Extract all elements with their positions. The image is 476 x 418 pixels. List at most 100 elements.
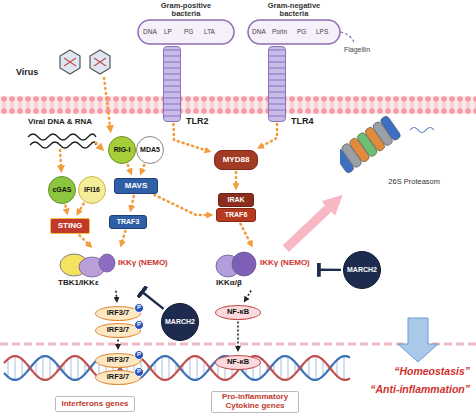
node-text: TLR4 xyxy=(291,117,314,127)
dna-rung xyxy=(287,357,288,380)
node-text: MARCH2 xyxy=(347,266,377,274)
node-text: IRF3/7 xyxy=(107,373,130,381)
virus-genome xyxy=(94,58,106,66)
activation-arrow xyxy=(142,165,144,170)
activation-arrow xyxy=(235,172,238,184)
traf6-box: TRAF6 xyxy=(216,208,256,222)
node-text: MAVS xyxy=(125,182,148,191)
pathogen-label: Viral DNA & RNA xyxy=(28,118,92,127)
virus-icon xyxy=(60,50,110,74)
ligand-label: LPS xyxy=(316,28,328,35)
ligand-label: LP xyxy=(164,28,172,35)
dna-rung xyxy=(280,357,281,379)
protein-complex-art xyxy=(214,250,258,278)
proteasome-ring xyxy=(379,115,401,141)
dna-helix xyxy=(4,356,350,380)
march2-circle: MARCH2 xyxy=(343,251,381,289)
gram-negative-bacterium xyxy=(248,20,340,44)
node-text: MYD88 xyxy=(223,156,250,165)
node-text: IKKγ (NEMO) xyxy=(118,259,168,268)
mda5-circle: MDA5 xyxy=(136,136,164,164)
dna-rung xyxy=(336,360,337,376)
protein-complex-art xyxy=(56,250,116,278)
activation-arrow xyxy=(247,291,251,298)
protein-subunit xyxy=(232,252,256,276)
cell-membrane-lipids xyxy=(0,96,476,114)
phospho-circle: P xyxy=(134,350,144,360)
dna-rung xyxy=(203,361,204,375)
activation-arrow xyxy=(241,224,250,242)
node-text: TBK1/IKKε xyxy=(58,279,99,288)
rig-i-circle: RIG-I xyxy=(108,136,136,164)
irf-ellipse: IRF3/7P xyxy=(95,370,141,385)
nfkb-ellipse: NF-κB xyxy=(215,305,261,320)
dna-rung xyxy=(315,356,316,380)
activation-arrow xyxy=(64,206,67,210)
activation-arrow xyxy=(80,235,88,243)
node-text: P xyxy=(137,351,141,358)
node-text: IKKγ (NEMO) xyxy=(260,259,310,268)
dna-rung xyxy=(168,357,169,379)
sensing-arrow xyxy=(60,150,61,166)
activation-arrow xyxy=(237,322,239,347)
outcome-arrow xyxy=(398,318,438,362)
myd88-box: MYD88 xyxy=(214,150,258,170)
virus-capsid xyxy=(90,50,110,74)
node-text: TRAF3 xyxy=(117,218,140,226)
ligand-label: PG xyxy=(297,28,306,35)
dna-rung xyxy=(322,360,323,376)
march2-circle: MARCH2 xyxy=(161,303,199,341)
inhibition-connector xyxy=(318,269,341,272)
viral-nucleic-acid xyxy=(28,134,96,140)
outcome-label: “Homeostasis” xyxy=(394,366,470,378)
dna-strand xyxy=(4,356,350,380)
bacterium-title: Gram-negative bacteria xyxy=(254,2,334,19)
virus-genome xyxy=(64,58,76,66)
irf-ellipse: IRF3/7P xyxy=(95,323,141,338)
ifi16-circle: IFI16 xyxy=(78,176,106,204)
dna-rung xyxy=(35,361,36,375)
ligand-label: Flagellin xyxy=(344,46,370,54)
ligand-label: Porin xyxy=(272,28,287,35)
traf3-box: TRAF3 xyxy=(109,215,147,229)
dna-rung xyxy=(21,359,22,377)
activation-arrow xyxy=(132,196,134,206)
bacterium-title: Gram-positive bacteria xyxy=(146,2,226,19)
node-text: NF-κB xyxy=(227,358,249,366)
activation-arrow xyxy=(128,165,130,170)
dna-rung xyxy=(308,358,309,377)
node-text: cGAS xyxy=(52,186,71,194)
gene-box: Interferons genes xyxy=(55,396,135,412)
entry-arrow xyxy=(104,78,110,126)
node-text: IRF3/7 xyxy=(107,326,130,334)
ligand-label: PG xyxy=(184,28,193,35)
flagellin-tail xyxy=(340,32,354,42)
node-text: MDA5 xyxy=(140,146,160,154)
cgas-circle: cGAS xyxy=(48,176,76,204)
phospho-circle: P xyxy=(134,303,144,313)
dna-rung xyxy=(343,356,344,380)
sensing-arrow xyxy=(96,143,99,146)
virus-capsid xyxy=(60,50,80,74)
activation-arrow xyxy=(80,204,84,211)
node-text: IRF3/7 xyxy=(107,356,130,364)
irf-ellipse: IRF3/7P xyxy=(95,306,141,321)
sting-box: STING xyxy=(50,218,90,234)
protein-subunit xyxy=(99,254,115,272)
outcome-label: “Anti-inflammation” xyxy=(370,384,470,396)
gene-box: Pro-inflammatory Cytokine genes xyxy=(211,391,299,413)
tbk1-ikk-complex: IKKγ (NEMO) TBK1/IKKε xyxy=(56,250,172,289)
node-text: Pro-inflammatory Cytokine genes xyxy=(215,393,295,411)
tlr4-receptor: TLR4 xyxy=(268,46,286,122)
dna-rung xyxy=(14,356,15,380)
dna-rung xyxy=(77,357,78,380)
irak-box: IRAK xyxy=(218,193,254,207)
node-text: IKKα/β xyxy=(216,279,242,288)
dna-rung xyxy=(189,358,190,379)
activation-arrow xyxy=(154,195,207,215)
activation-arrow xyxy=(117,340,119,345)
viral-nucleic-acid xyxy=(30,142,96,148)
ligand-label: DNA xyxy=(143,28,157,35)
inhibition-connector xyxy=(141,291,163,309)
